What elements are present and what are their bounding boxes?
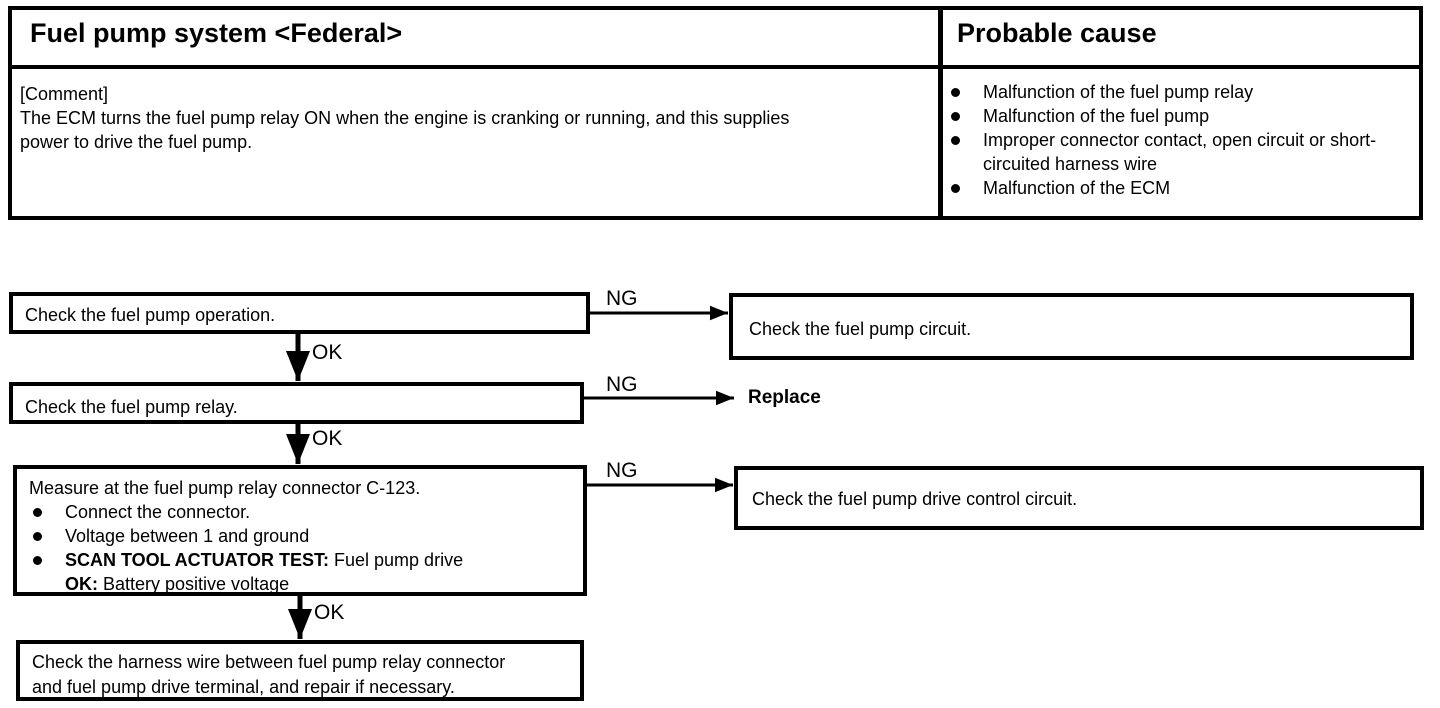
ok-criteria-label: OK: <box>65 574 98 594</box>
page-title: Fuel pump system <Federal> <box>30 18 403 48</box>
measure-bullet-connect: Connect the connector. <box>29 500 571 524</box>
result-replace: Replace <box>748 387 821 408</box>
result-check-drive-control-circuit: Check the fuel pump drive control circui… <box>734 466 1424 530</box>
ng-label-1: NG <box>606 287 638 310</box>
ok-criteria-value: Battery positive voltage <box>98 574 290 594</box>
probable-cause-title: Probable cause <box>957 18 1157 48</box>
ok-label-3: OK <box>314 601 345 624</box>
comment-heading: [Comment] <box>20 84 109 104</box>
step-check-fuel-pump-operation: Check the fuel pump operation. <box>9 292 590 334</box>
measure-ok-criteria: OK: Battery positive voltage <box>29 572 571 596</box>
step-check-harness-wire: Check the harness wire between fuel pump… <box>16 640 584 701</box>
harness-line-2: and fuel pump drive terminal, and repair… <box>32 677 455 697</box>
measure-bullet-scan-tool: SCAN TOOL ACTUATOR TEST: Fuel pump drive <box>29 548 571 572</box>
step-check-fuel-pump-relay: Check the fuel pump relay. <box>9 382 584 424</box>
comment-line-1: The ECM turns the fuel pump relay ON whe… <box>20 108 790 128</box>
cause-item: Malfunction of the fuel pump <box>948 104 1413 128</box>
comment-line-2: power to drive the fuel pump. <box>20 132 253 152</box>
header-row-divider <box>8 65 1423 69</box>
scan-tool-value: Fuel pump drive <box>329 550 464 570</box>
result-check-fuel-pump-circuit: Check the fuel pump circuit. <box>729 293 1414 360</box>
cause-item: Improper connector contact, open circuit… <box>948 128 1413 176</box>
scan-tool-label: SCAN TOOL ACTUATOR TEST: <box>65 550 330 570</box>
cause-item: Malfunction of the ECM <box>948 176 1413 200</box>
ng-label-2: NG <box>606 373 638 396</box>
cause-item: Malfunction of the fuel pump relay <box>948 80 1413 104</box>
measure-bullet-voltage: Voltage between 1 and ground <box>29 524 571 548</box>
header-column-divider <box>938 6 943 220</box>
comment-block: [Comment] The ECM turns the fuel pump re… <box>20 82 925 154</box>
header-table <box>8 6 1423 220</box>
measure-title: Measure at the fuel pump relay connector… <box>29 478 421 498</box>
ok-label-1: OK <box>312 341 343 364</box>
harness-line-1: Check the harness wire between fuel pump… <box>32 652 506 672</box>
probable-cause-list: Malfunction of the fuel pump relay Malfu… <box>948 80 1413 200</box>
ok-label-2: OK <box>312 427 343 450</box>
step-measure-relay-connector: Measure at the fuel pump relay connector… <box>13 465 587 596</box>
ng-label-3: NG <box>606 459 638 482</box>
